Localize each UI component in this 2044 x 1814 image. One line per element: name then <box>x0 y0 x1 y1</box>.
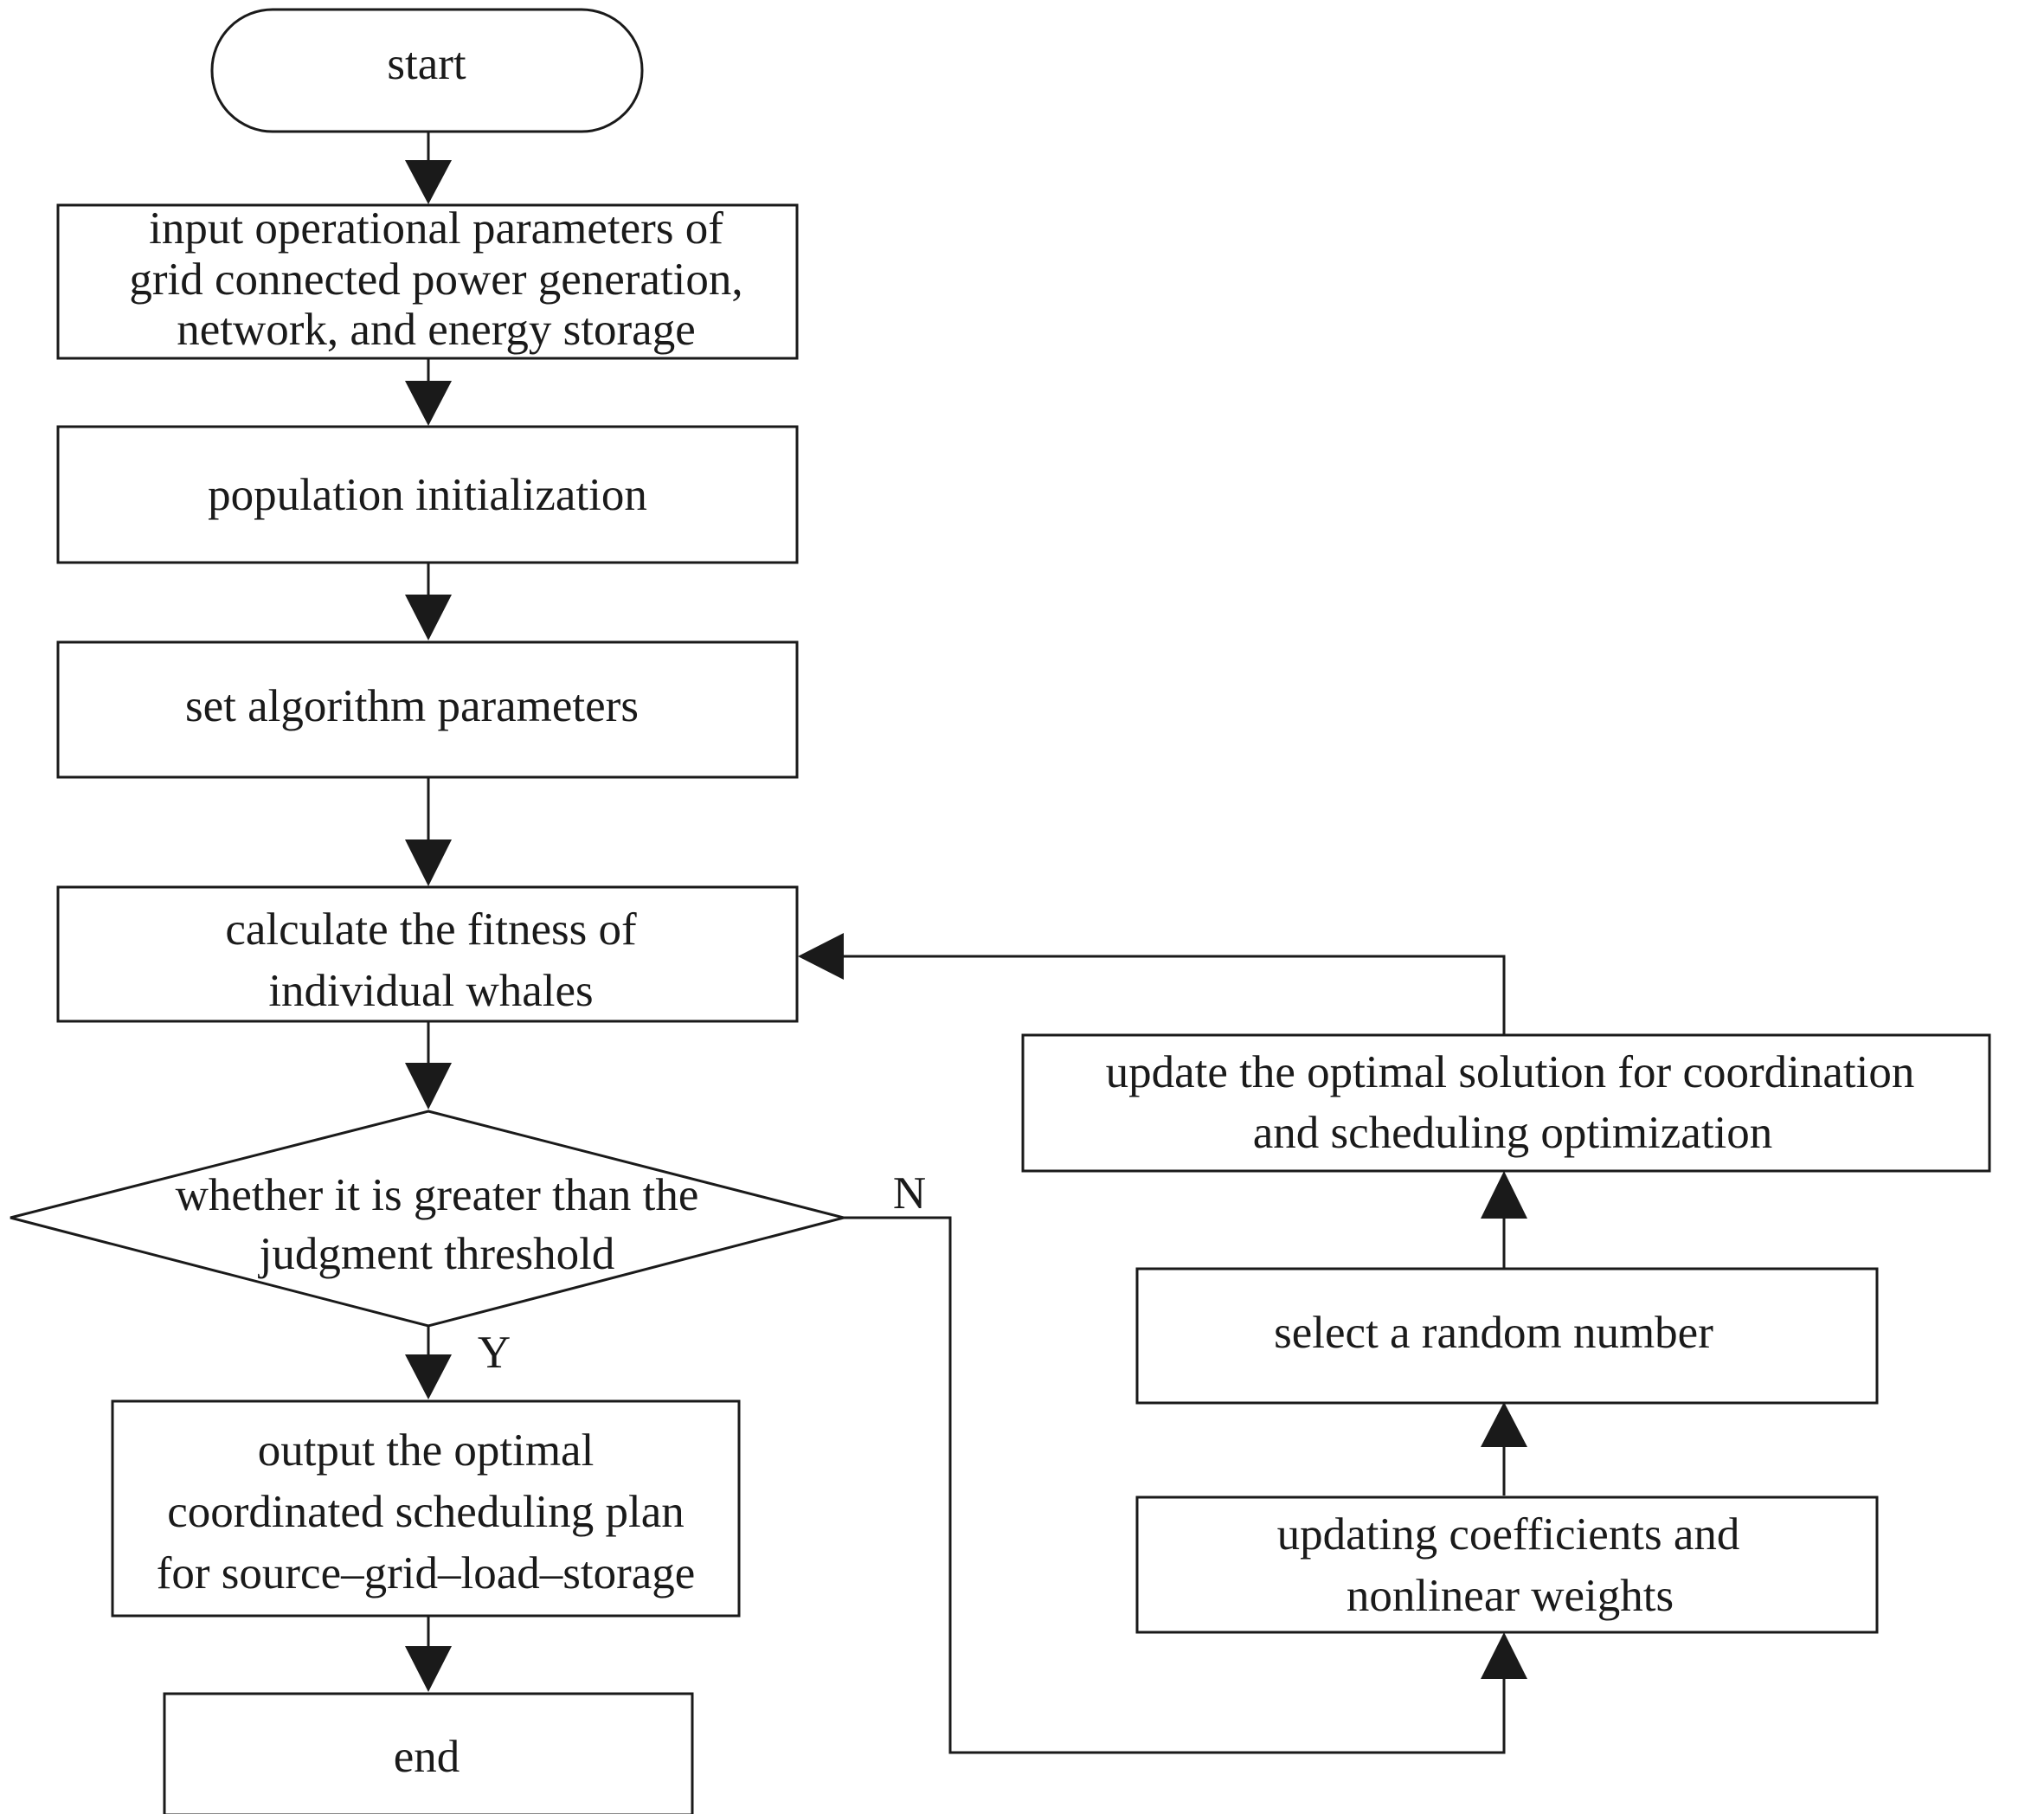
calc-fitness-line-1: calculate the fitness of <box>225 904 637 955</box>
branch-yes-label: Y <box>478 1328 511 1378</box>
set-params-label: set algorithm parameters <box>185 681 639 731</box>
arrowhead-end <box>405 1646 452 1692</box>
input-params-line-3: network, and energy storage <box>177 305 696 355</box>
arrowhead-decision <box>405 1063 452 1110</box>
arrowhead-set-params <box>405 595 452 640</box>
arrowhead-output <box>405 1354 452 1399</box>
input-params-node: input operational parameters of grid con… <box>56 203 799 360</box>
arrowhead-update-coefficients <box>1481 1632 1527 1679</box>
arrowhead-input <box>405 160 452 204</box>
threshold-decision-line-2: judgment threshold <box>258 1229 615 1279</box>
set-params-node: set algorithm parameters <box>56 640 799 779</box>
calc-fitness-line-2: individual whales <box>268 966 593 1016</box>
output-plan-line-2: coordinated scheduling plan <box>167 1487 685 1537</box>
end-label: end <box>394 1732 460 1782</box>
update-optimal-node: update the optimal solution for coordina… <box>1021 1033 1991 1173</box>
arrowhead-population <box>405 381 452 426</box>
calc-fitness-node: calculate the fitness of individual whal… <box>56 885 799 1023</box>
population-init-label: population initialization <box>208 470 647 520</box>
input-params-line-1: input operational parameters of <box>149 203 723 254</box>
update-coefficients-line-2: nonlinear weights <box>1347 1571 1674 1621</box>
output-plan-line-3: for source–grid–load–storage <box>157 1548 696 1599</box>
arrowhead-fitness-loop <box>798 933 844 980</box>
select-random-label: select a random number <box>1274 1308 1713 1358</box>
update-coefficients-node: updating coefficients and nonlinear weig… <box>1135 1496 1879 1634</box>
edge-decision-no-branch <box>844 1216 1506 1754</box>
arrowhead-fitness <box>405 839 452 886</box>
start-node: start <box>210 8 644 133</box>
update-coefficients-line-1: updating coefficients and <box>1277 1509 1740 1560</box>
threshold-decision-node: whether it is greater than the judgment … <box>10 1110 849 1328</box>
select-random-node: select a random number <box>1135 1267 1879 1405</box>
output-plan-line-1: output the optimal <box>258 1425 595 1476</box>
arrowhead-select-random <box>1481 1402 1527 1447</box>
output-plan-node: output the optimal coordinated schedulin… <box>111 1399 741 1618</box>
update-optimal-line-2: and scheduling optimization <box>1253 1108 1773 1158</box>
edge-optimal-to-fitness <box>844 955 1506 1035</box>
threshold-decision-line-1: whether it is greater than the <box>176 1170 699 1220</box>
update-optimal-line-1: update the optimal solution for coordina… <box>1106 1047 1915 1097</box>
arrowhead-update-optimal <box>1481 1171 1527 1219</box>
flowchart-edges <box>405 132 1527 1754</box>
population-init-node: population initialization <box>56 425 799 564</box>
end-node: end <box>163 1692 694 1814</box>
start-label: start <box>387 39 466 89</box>
input-params-line-2: grid connected power generation, <box>129 254 742 305</box>
branch-no-label: N <box>893 1168 926 1219</box>
